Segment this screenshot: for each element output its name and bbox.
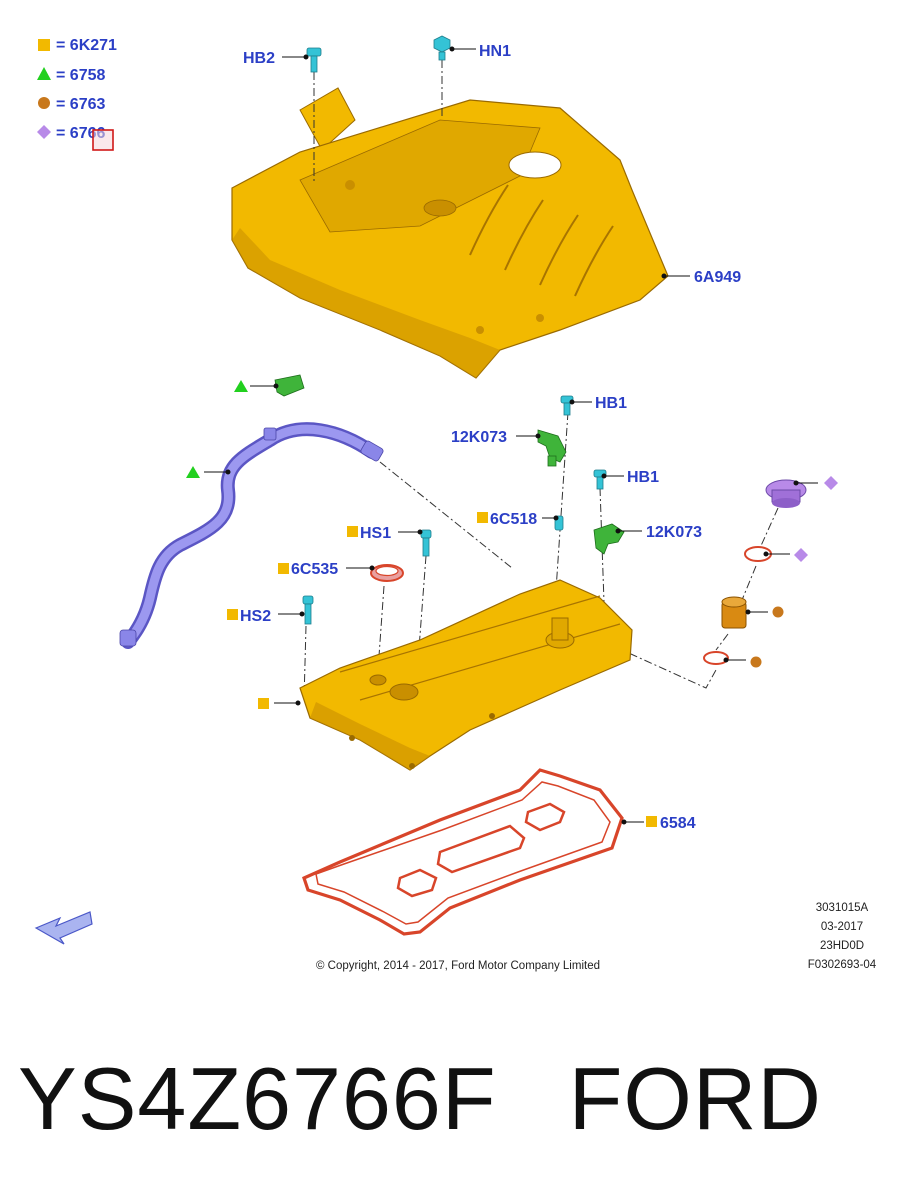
triangle-icon xyxy=(186,466,200,478)
seal-ring-part xyxy=(370,564,404,582)
circle-icon xyxy=(772,606,784,618)
figure-number: F0302693-04 xyxy=(808,959,877,971)
legend-triangle-icon xyxy=(37,67,51,80)
label-hn1: HN1 xyxy=(479,43,511,60)
engine-cover-part xyxy=(231,87,669,379)
diamond-icon xyxy=(824,476,838,490)
hs2-stud-part xyxy=(302,595,314,625)
hn1-nut-part xyxy=(433,35,451,61)
hb1-bolt-mid-part xyxy=(593,469,607,490)
brand-name: FORD xyxy=(568,1049,822,1148)
footer-title: YS4Z6766F FORD xyxy=(18,1048,822,1150)
highlight-box xyxy=(92,129,114,151)
label-hs2: HS2 xyxy=(240,608,271,625)
cam-sensor-top-part xyxy=(537,429,567,467)
breather-hose-part xyxy=(119,422,384,649)
square-icon xyxy=(278,563,289,574)
legend-diamond-icon xyxy=(37,125,51,139)
legend-square-icon xyxy=(38,39,50,51)
label-cam-sensor-mid: 12K073 xyxy=(646,524,702,541)
square-icon xyxy=(227,609,238,620)
diamond-icon xyxy=(794,548,808,562)
square-icon xyxy=(347,526,358,537)
bracket-6758-part xyxy=(274,374,305,397)
square-icon xyxy=(646,816,657,827)
gasket-part xyxy=(302,768,624,936)
valve-cover-part xyxy=(299,579,633,771)
cam-sensor-mid-part xyxy=(593,523,625,555)
square-icon xyxy=(477,512,488,523)
label-cam-sensor-top: 12K073 xyxy=(451,429,507,446)
drawing-metadata: 3031015A 03-2017 23HD0D F0302693-04 © Co… xyxy=(316,902,877,972)
part-number: YS4Z6766F xyxy=(18,1049,497,1148)
oil-filler-parts xyxy=(703,479,807,665)
hs1-stud-part xyxy=(420,529,432,557)
legend-item-6763: = 6763 xyxy=(56,96,105,113)
drawing-date: 03-2017 xyxy=(821,921,863,933)
circle-icon xyxy=(750,656,762,668)
label-gasket: 6584 xyxy=(660,815,696,832)
label-seal: 6C535 xyxy=(291,561,338,578)
label-engine-cover: 6A949 xyxy=(694,269,741,286)
callout-symbols xyxy=(186,380,838,827)
drawing-code: 3031015A xyxy=(816,902,869,914)
engine-code: 23HD0D xyxy=(820,940,864,952)
triangle-icon xyxy=(234,380,248,392)
hb1-bolt-top-part xyxy=(560,395,574,416)
legend: = 6K271 = 6758 = 6763 = 6766 xyxy=(37,37,117,151)
part-labels: HB2 HN1 6A949 HB1 12K073 HB1 6C518 12K07… xyxy=(240,43,741,832)
exploded-parts-diagram: = 6K271 = 6758 = 6763 = 6766 xyxy=(34,35,877,972)
hb2-clip-part xyxy=(306,47,322,73)
label-hs1: HS1 xyxy=(360,525,391,542)
label-hb1-mid: HB1 xyxy=(627,469,659,486)
copyright-text: © Copyright, 2014 - 2017, Ford Motor Com… xyxy=(316,960,600,972)
callout-lines xyxy=(204,46,818,825)
legend-circle-icon xyxy=(38,97,50,109)
label-hb2: HB2 xyxy=(243,50,275,67)
legend-item-6758: = 6758 xyxy=(56,67,105,84)
label-hb1-top: HB1 xyxy=(595,395,627,412)
legend-item-6k271: = 6K271 xyxy=(56,37,117,54)
label-bracket: 6C518 xyxy=(490,511,537,528)
square-icon xyxy=(258,698,269,709)
direction-arrow-icon xyxy=(34,911,93,945)
